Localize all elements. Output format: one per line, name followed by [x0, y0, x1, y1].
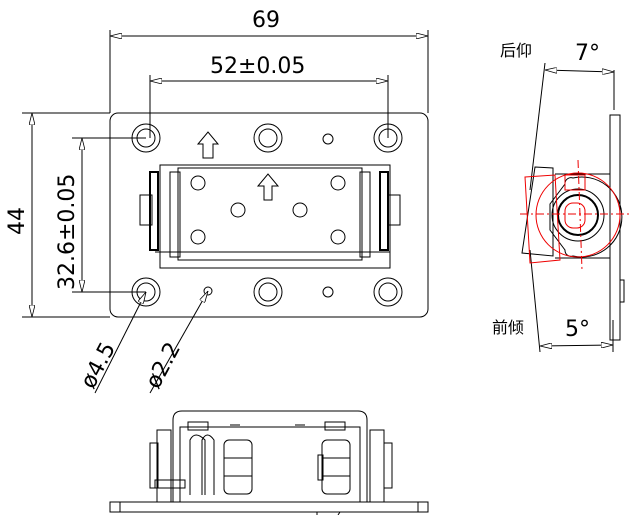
back-tilt-angle: 7°: [575, 41, 600, 66]
front-base-plate: [109, 501, 429, 513]
dim-height: 44: [5, 207, 30, 235]
bracket: [139, 164, 401, 269]
front-view: [109, 410, 429, 515]
dim-large-hole: ø4.5: [76, 338, 121, 393]
front-tilt-label: 前倾: [492, 318, 524, 337]
front-tilt-angle: 5°: [565, 317, 590, 342]
side-view: 后仰 7° 前倾 5°: [492, 41, 632, 353]
top-view: 69 52±0.05 44 32.6±0.05 ø4.5 ø2.2: [5, 8, 429, 394]
dim-width: 69: [252, 8, 280, 33]
base-plate: [109, 112, 429, 318]
arrow-up-icon: [196, 131, 220, 159]
back-tilt-label: 后仰: [500, 41, 532, 60]
arrow-up-icon: [256, 173, 280, 201]
dim-small-hole: ø2.2: [141, 338, 186, 393]
mounting-holes: [131, 123, 403, 307]
dim-hole-spacing-y: 32.6±0.05: [55, 174, 80, 290]
side-plate: [609, 114, 621, 341]
dim-hole-spacing-x: 52±0.05: [210, 54, 305, 79]
